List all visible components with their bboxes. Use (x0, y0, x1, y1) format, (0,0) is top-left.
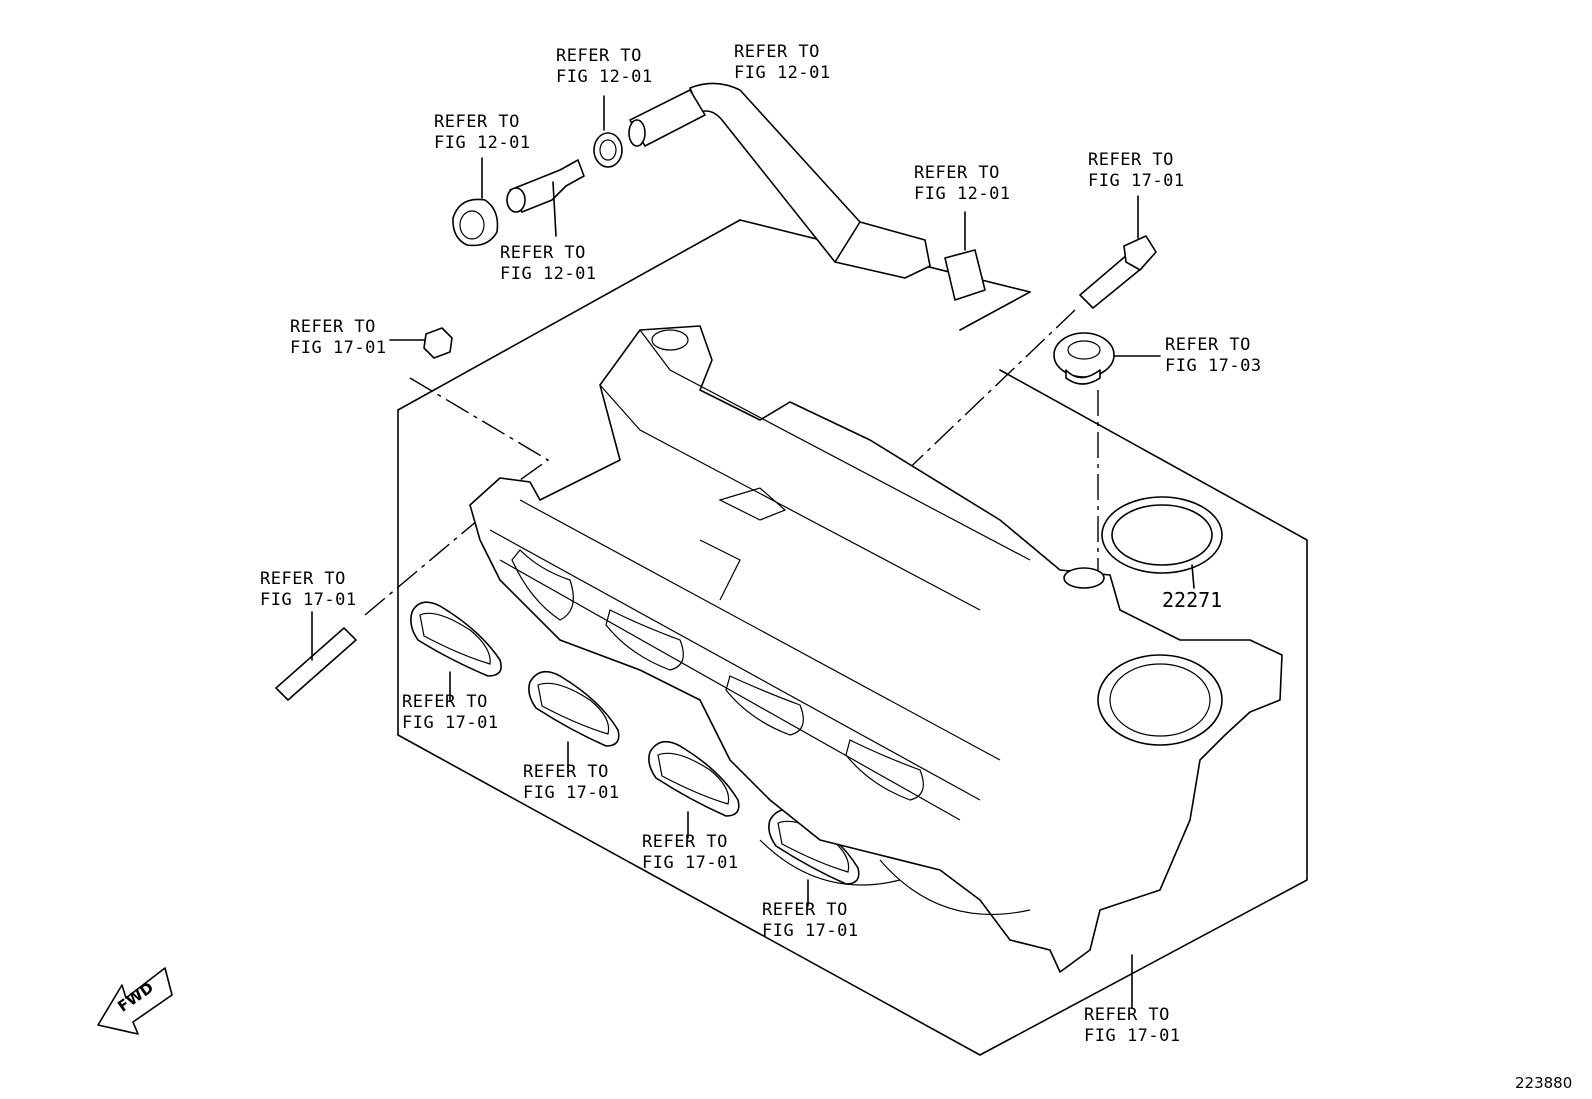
callout-line1: REFER TO (1165, 335, 1251, 355)
callout-gasket-1: REFER TO FIG 17-01 (402, 692, 499, 734)
callout-pcv-grommet: REFER TO FIG 12-01 (434, 112, 531, 154)
callout-stud: REFER TO FIG 17-01 (260, 569, 357, 611)
plug (1053, 332, 1161, 385)
callout-line1: REFER TO (762, 900, 848, 920)
callout-line2: FIG 12-01 (914, 184, 1011, 204)
callout-line2: FIG 17-01 (523, 783, 620, 803)
callout-line1: REFER TO (523, 762, 609, 782)
callout-line2: FIG 12-01 (556, 67, 653, 87)
callout-line1: REFER TO (290, 317, 376, 337)
part-number-label: 22271 (1162, 588, 1223, 612)
callout-plug: REFER TO FIG 17-03 (1165, 335, 1262, 377)
gasket-3 (648, 740, 740, 839)
callout-line2: FIG 12-01 (734, 63, 831, 83)
callout-line2: FIG 17-01 (1084, 1026, 1181, 1046)
figure-id: 223880 (1515, 1074, 1573, 1092)
callout-line2: FIG 17-01 (762, 921, 859, 941)
callout-bolt: REFER TO FIG 17-01 (1088, 150, 1185, 192)
intake-manifold (469, 325, 1283, 973)
callout-line2: FIG 17-01 (1088, 171, 1185, 191)
callout-line1: REFER TO (642, 832, 728, 852)
leader-stud (364, 519, 479, 616)
callout-line2: FIG 12-01 (500, 264, 597, 284)
callout-nut: REFER TO FIG 17-01 (290, 317, 387, 359)
callout-line1: REFER TO (556, 46, 642, 66)
hose-clip-lower (944, 211, 986, 301)
callout-gasket-4: REFER TO FIG 17-01 (762, 900, 859, 942)
callout-line1: REFER TO (1088, 150, 1174, 170)
callout-hose-clip-upper: REFER TO FIG 12-01 (556, 46, 653, 88)
o-ring (1101, 496, 1223, 589)
callout-line1: REFER TO (914, 163, 1000, 183)
gasket-2 (528, 670, 620, 769)
callout-line2: FIG 17-01 (260, 590, 357, 610)
fwd-arrow (97, 967, 173, 1035)
callout-line1: REFER TO (260, 569, 346, 589)
callout-line1: REFER TO (1084, 1005, 1170, 1025)
hose-clip-upper (593, 95, 623, 168)
stud (275, 611, 357, 701)
callout-line2: FIG 17-03 (1165, 356, 1262, 376)
callout-line1: REFER TO (402, 692, 488, 712)
pcv-hose (628, 82, 931, 279)
callout-line2: FIG 17-01 (402, 713, 499, 733)
callout-line2: FIG 17-01 (642, 853, 739, 873)
callout-manifold: REFER TO FIG 17-01 (1084, 1005, 1181, 1047)
callout-gasket-2: REFER TO FIG 17-01 (523, 762, 620, 804)
callout-pcv-valve: REFER TO FIG 12-01 (500, 243, 597, 285)
callout-line1: REFER TO (500, 243, 586, 263)
callout-line1: REFER TO (734, 42, 820, 62)
callout-gasket-3: REFER TO FIG 17-01 (642, 832, 739, 874)
nut (389, 327, 453, 359)
callout-line1: REFER TO (434, 112, 520, 132)
callout-pcv-hose: REFER TO FIG 12-01 (734, 42, 831, 84)
callout-line2: FIG 12-01 (434, 133, 531, 153)
pcv-valve (506, 159, 585, 237)
callout-hose-clip-lower: REFER TO FIG 12-01 (914, 163, 1011, 205)
leader-nut (409, 377, 550, 481)
callout-line2: FIG 17-01 (290, 338, 387, 358)
gasket-1 (410, 601, 502, 701)
pcv-grommet (452, 157, 499, 247)
bolt (1079, 195, 1157, 309)
